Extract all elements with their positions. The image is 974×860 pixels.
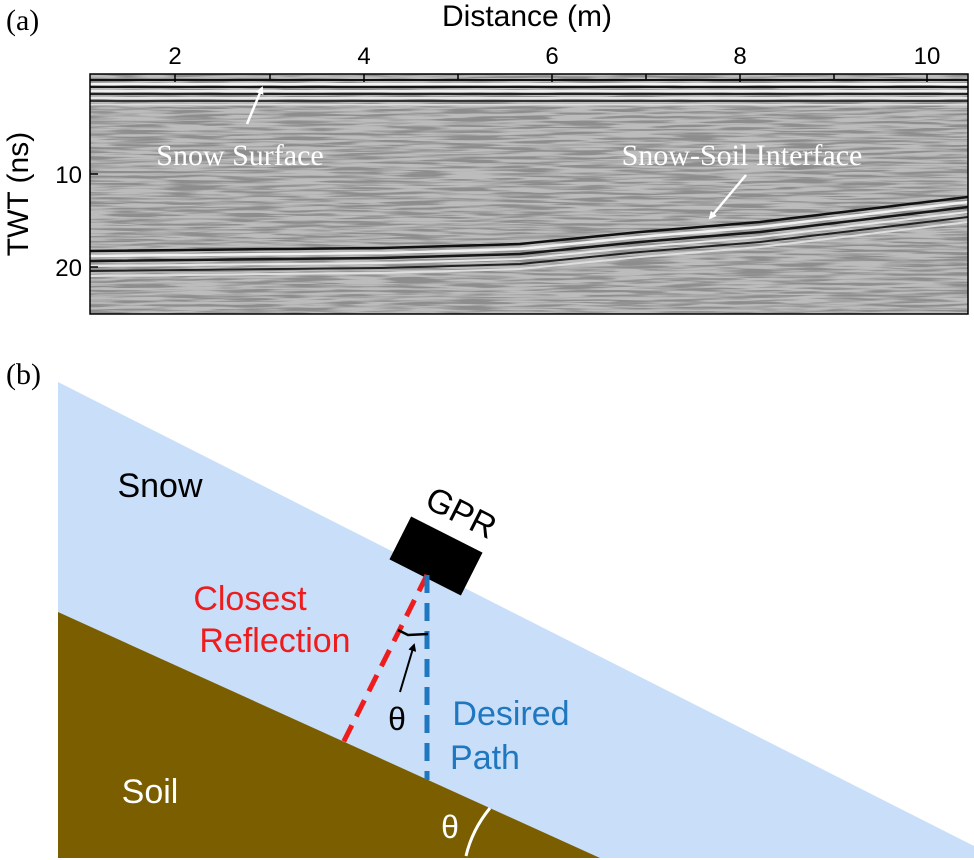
snow-surface-arrow bbox=[245, 86, 264, 125]
x-tick-label: 8 bbox=[733, 43, 746, 70]
closest-reflection-label: Closest bbox=[193, 580, 307, 618]
interface-annotation: Snow-Soil Interface bbox=[622, 139, 863, 172]
soil-label: Soil bbox=[122, 773, 179, 811]
radargram-surface-bands bbox=[90, 79, 968, 106]
y-tick-label: 20 bbox=[55, 255, 82, 282]
radargram-interface-bands bbox=[90, 195, 968, 277]
x-tick-label: 4 bbox=[357, 43, 370, 70]
y-ticks bbox=[90, 173, 98, 268]
snow-surface-annotation: Snow Surface bbox=[156, 139, 323, 172]
snow-label: Snow bbox=[117, 467, 202, 505]
y-tick-label: 10 bbox=[55, 162, 82, 189]
x-tick-label: 6 bbox=[545, 43, 558, 70]
panel-a: (a) Distance (m) TWT (ns) 2 4 6 8 10 10 … bbox=[2, 0, 969, 315]
closest-reflection-path bbox=[340, 573, 430, 745]
panel-a-label: (a) bbox=[6, 4, 39, 37]
desired-path-label: Desired bbox=[452, 695, 569, 733]
interface-arrow bbox=[708, 174, 747, 220]
desired-path-label: Path bbox=[450, 739, 520, 777]
slope-angle-theta: θ bbox=[441, 809, 459, 845]
panel-b-label: (b) bbox=[6, 358, 41, 391]
x-tick-label: 2 bbox=[168, 43, 181, 70]
x-ticks bbox=[174, 74, 928, 82]
ray-angle-theta: θ bbox=[388, 701, 406, 737]
radargram-image bbox=[90, 74, 968, 314]
ray-angle-mark bbox=[397, 628, 429, 637]
gpr-device bbox=[389, 516, 483, 596]
ray-angle-arrow bbox=[399, 643, 417, 693]
soil-layer bbox=[58, 612, 600, 858]
closest-reflection-label: Reflection bbox=[199, 622, 350, 660]
panel-b: (b) Snow Soil GPR θ Closest Reflection D… bbox=[6, 358, 974, 858]
y-axis-label: TWT (ns) bbox=[2, 132, 35, 256]
plot-frame bbox=[89, 73, 969, 315]
x-axis-label: Distance (m) bbox=[442, 0, 612, 33]
slope-angle-arc bbox=[464, 807, 492, 857]
x-tick-label: 10 bbox=[914, 43, 941, 70]
